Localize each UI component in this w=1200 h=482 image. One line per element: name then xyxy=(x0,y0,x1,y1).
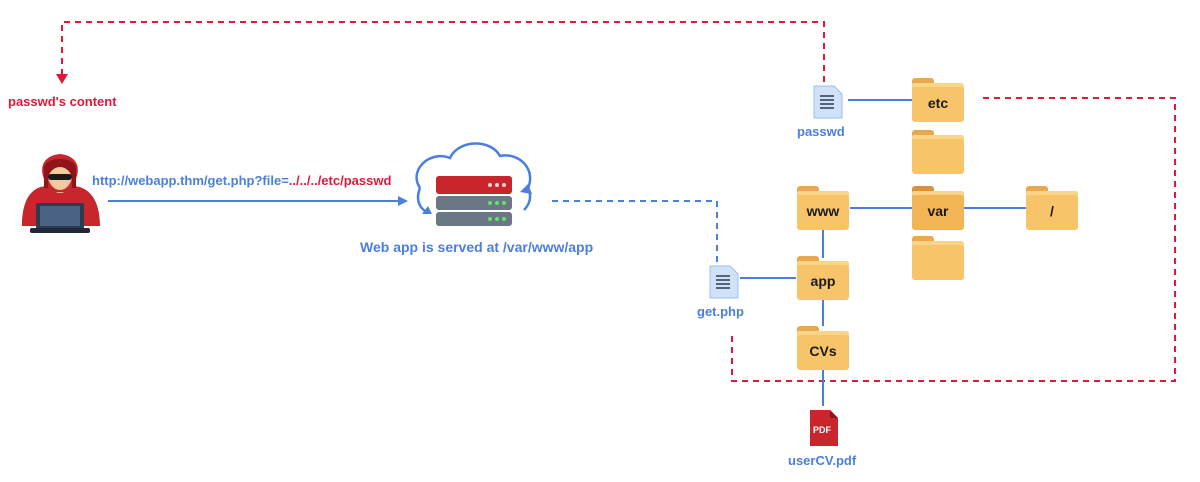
response-label: passwd's content xyxy=(8,94,117,109)
folder-blank-2[interactable] xyxy=(912,236,964,280)
folder-etc-label: etc xyxy=(927,94,949,111)
traversal-path xyxy=(731,97,1176,382)
folder-var-label: var xyxy=(927,202,949,219)
server-caption: Web app is served at /var/www/app xyxy=(360,239,594,255)
folder-app-label: app xyxy=(810,272,836,289)
pdf-file-icon xyxy=(810,410,838,446)
folder-var[interactable]: var xyxy=(912,186,964,230)
passwd-label: passwd xyxy=(797,124,845,139)
return-arrow-head xyxy=(56,74,68,84)
passwd-file-icon xyxy=(813,85,843,119)
folder-cvs[interactable]: CVs xyxy=(797,326,849,370)
usercv-label: userCV.pdf xyxy=(788,453,857,468)
request-url: http://webapp.thm/get.php?file=../../../… xyxy=(92,173,391,188)
folder-www-label: www xyxy=(806,202,840,219)
return-path-top xyxy=(61,21,825,82)
folder-etc[interactable]: etc xyxy=(912,78,964,122)
folder-blank-1[interactable] xyxy=(912,130,964,174)
pdf-badge: PDF xyxy=(813,425,831,435)
request-url-prefix: http://webapp.thm/get.php?file= xyxy=(92,173,289,188)
cloud-server-icon xyxy=(415,142,532,226)
request-url-payload: ../../../etc/passwd xyxy=(288,173,392,188)
folder-www[interactable]: www xyxy=(797,186,849,230)
server-to-getphp xyxy=(552,200,718,264)
folder-cvs-label: CVs xyxy=(809,342,837,359)
getphp-label: get.php xyxy=(697,304,744,319)
request-arrow-head xyxy=(398,196,408,206)
folder-root[interactable]: / xyxy=(1026,186,1078,230)
hooded-hacker-icon xyxy=(22,154,100,233)
folder-app[interactable]: app xyxy=(797,256,849,300)
folder-root-label: / xyxy=(1050,202,1054,219)
getphp-file-icon xyxy=(709,265,739,299)
